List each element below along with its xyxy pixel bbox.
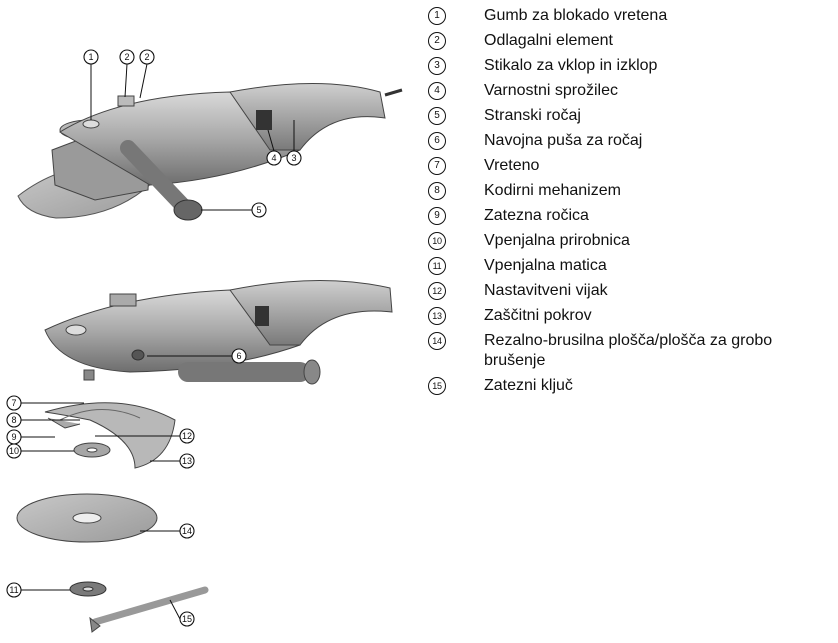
legend-item: 1 Gumb za blokado vretena: [428, 6, 836, 26]
legend-number: 3: [428, 57, 446, 75]
legend-text: Rezalno-brusilna plošča/plošča za grobo …: [484, 332, 772, 369]
legend-item: 14 Rezalno-brusilna plošča/plošča za grob…: [428, 331, 836, 371]
legend-number: 14: [428, 332, 446, 350]
grinder-top: [18, 84, 402, 221]
grinder-bottom: [45, 280, 392, 384]
legend-number: 4: [428, 82, 446, 100]
callout-6-label: 6: [236, 351, 241, 361]
callout-15-label: 15: [182, 614, 192, 624]
callout-14-label: 14: [182, 526, 192, 536]
legend-text: Stikalo za vklop in izklop: [484, 57, 657, 74]
legend-text: Vpenjalna prirobnica: [484, 232, 630, 249]
legend-item: 5 Stranski ročaj: [428, 106, 836, 126]
legend-item: 9 Zatezna ročica: [428, 206, 836, 226]
legend-text: Stranski ročaj: [484, 107, 581, 124]
callout-11-label: 11: [9, 585, 18, 595]
legend-item: 10 Vpenjalna prirobnica: [428, 231, 836, 251]
legend-text: Vpenjalna matica: [484, 257, 607, 274]
legend-number: 15: [428, 377, 446, 395]
callout-3-label: 3: [291, 153, 296, 163]
legend-number: 12: [428, 282, 446, 300]
legend-number: 11: [428, 257, 446, 275]
legend-number: 9: [428, 207, 446, 225]
legend-item: 4 Varnostni sprožilec: [428, 81, 836, 101]
legend-item: 3 Stikalo za vklop in izklop: [428, 56, 836, 76]
angle-grinder-drawing: 1 2 2 3 4 5: [0, 0, 420, 638]
legend-number: 13: [428, 307, 446, 325]
legend-number: 10: [428, 232, 446, 250]
callout-5-label: 5: [256, 205, 261, 215]
callout-2b-label: 2: [144, 52, 149, 62]
legend-number: 6: [428, 132, 446, 150]
callout-8-label: 8: [11, 415, 16, 425]
callout-2a-label: 2: [124, 52, 129, 62]
legend-item: 15 Zatezni ključ: [428, 376, 836, 396]
legend-item: 13 Zaščitni pokrov: [428, 306, 836, 326]
callout-10-label: 10: [9, 446, 19, 456]
legend-text: Nastavitveni vijak: [484, 282, 608, 299]
legend-item: 11 Vpenjalna matica: [428, 256, 836, 276]
legend-text: Vreteno: [484, 157, 539, 174]
callout-7-label: 7: [11, 398, 16, 408]
callouts-lower: 6 7 8 9 10 11 12 13 14 15: [7, 349, 246, 626]
callout-12-label: 12: [182, 431, 192, 441]
legend-number: 2: [428, 32, 446, 50]
legend-text: Zaščitni pokrov: [484, 307, 592, 324]
legend-item: 8 Kodirni mehanizem: [428, 181, 836, 201]
legend-text: Gumb za blokado vretena: [484, 7, 667, 24]
legend-item: 2 Odlagalni element: [428, 31, 836, 51]
legend-text: Zatezni ključ: [484, 377, 573, 394]
legend-item: 7 Vreteno: [428, 156, 836, 176]
legend-text: Varnostni sprožilec: [484, 82, 618, 99]
legend-item: 6 Navojna puša za ročaj: [428, 131, 836, 151]
legend-number: 1: [428, 7, 446, 25]
callout-4-label: 4: [271, 153, 276, 163]
legend-text: Kodirni mehanizem: [484, 182, 621, 199]
legend-item: 12 Nastavitveni vijak: [428, 281, 836, 301]
legend-number: 5: [428, 107, 446, 125]
callout-1-label: 1: [88, 52, 93, 62]
legend-number: 7: [428, 157, 446, 175]
callout-9-label: 9: [11, 432, 16, 442]
legend-text: Odlagalni element: [484, 32, 613, 49]
callout-13-label: 13: [182, 456, 192, 466]
exploded-view-illustration: 1 2 2 3 4 5: [0, 0, 420, 638]
legend-text: Navojna puša za ročaj: [484, 132, 642, 149]
legend-text: Zatezna ročica: [484, 207, 589, 224]
parts-legend: 1 Gumb za blokado vretena 2 Odlagalni elem…: [428, 6, 836, 401]
legend-number: 8: [428, 182, 446, 200]
